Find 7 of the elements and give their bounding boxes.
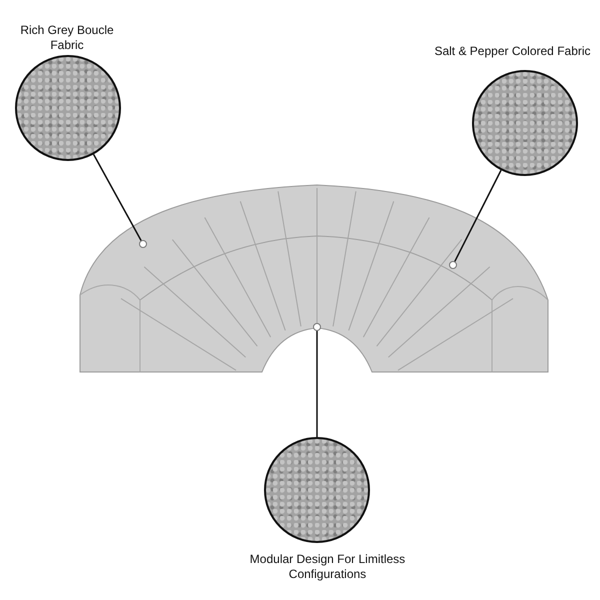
callout-dot: [313, 323, 321, 331]
leader-line: [454, 170, 502, 262]
callout-text: Rich Grey Boucle Fabric: [20, 23, 114, 53]
leader-line: [92, 154, 142, 241]
callout-text: Modular Design For Limitless Configurations: [248, 552, 406, 582]
leader-line: [316, 331, 318, 437]
callout-text: Salt & Pepper Colored Fabric: [433, 44, 592, 59]
